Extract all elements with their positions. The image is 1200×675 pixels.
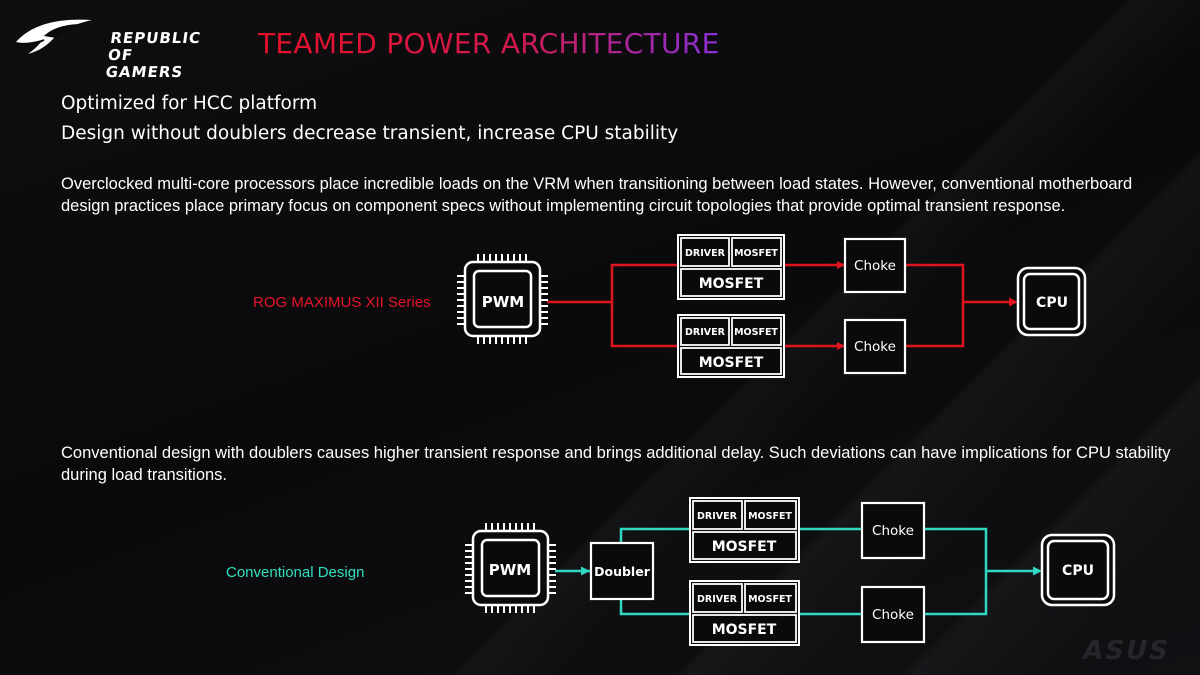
conventional-mosfet-small-text-2: MOSFET bbox=[748, 594, 792, 605]
subtitle-1: Optimized for HCC platform bbox=[61, 93, 318, 114]
page-title: TEAMED POWER ARCHITECTURE bbox=[258, 27, 720, 60]
rog-choke-text-2: Choke bbox=[854, 339, 896, 355]
conventional-mosfet-small-text-1: MOSFET bbox=[748, 511, 792, 522]
conventional-arrowheads bbox=[581, 566, 1042, 576]
subtitle-2: Design without doublers decrease transie… bbox=[61, 123, 679, 144]
conventional-choke-2: Choke bbox=[860, 585, 926, 644]
rog-arrowheads bbox=[837, 261, 1018, 350]
doubler-text: Doubler bbox=[594, 564, 651, 579]
rog-choke-text-1: Choke bbox=[854, 258, 896, 274]
conventional-driver-text-1: DRIVER bbox=[697, 511, 738, 522]
rog-mosfet-stage-2: DRIVER MOSFET MOSFET bbox=[677, 314, 785, 378]
rog-diagram: PWM DRIVER MOSFET MOSFET DRIVER MOSFET M… bbox=[457, 234, 1087, 378]
conventional-choke-text-1: Choke bbox=[872, 523, 914, 539]
rog-driver-text-2: DRIVER bbox=[685, 327, 726, 338]
rog-driver-text-1: DRIVER bbox=[685, 248, 726, 259]
rog-mosfet-small-text-1: MOSFET bbox=[734, 248, 778, 259]
asus-watermark: ASUS bbox=[1080, 636, 1174, 666]
conventional-design-label: Conventional Design bbox=[226, 564, 365, 581]
conventional-cpu-text: CPU bbox=[1062, 563, 1094, 579]
rog-series-label: ROG MAXIMUS XII Series bbox=[253, 294, 431, 311]
rog-choke-1: Choke bbox=[843, 237, 907, 294]
rog-pwm-chip: PWM bbox=[457, 254, 548, 344]
doubler-block: Doubler bbox=[589, 541, 655, 601]
rog-mosfet-stage-1: DRIVER MOSFET MOSFET bbox=[677, 234, 785, 300]
rog-eye-icon bbox=[16, 19, 92, 54]
paragraph-conventional: Conventional design with doublers causes… bbox=[61, 444, 1171, 484]
conventional-choke-text-2: Choke bbox=[872, 607, 914, 623]
conventional-driver-text-2: DRIVER bbox=[697, 594, 738, 605]
rog-mosfet-small-text-2: MOSFET bbox=[734, 327, 778, 338]
rog-pwm-text: PWM bbox=[482, 293, 524, 311]
rog-cpu-text: CPU bbox=[1036, 295, 1068, 311]
rog-cpu: CPU bbox=[1016, 266, 1087, 337]
conventional-pwm-text: PWM bbox=[489, 561, 531, 579]
rog-logo: REPUBLIC OF GAMERS bbox=[14, 14, 229, 81]
conventional-mosfet-stage-2: DRIVER MOSFET MOSFET bbox=[689, 580, 800, 646]
rog-choke-2: Choke bbox=[843, 318, 907, 375]
conventional-mosfet-text-2: MOSFET bbox=[712, 622, 777, 638]
conventional-choke-1: Choke bbox=[860, 501, 926, 560]
paragraph-rog: Overclocked multi-core processors place … bbox=[61, 175, 1133, 215]
rog-mosfet-text-1: MOSFET bbox=[699, 276, 764, 292]
conventional-mosfet-text-1: MOSFET bbox=[712, 539, 777, 555]
rog-mosfet-text-2: MOSFET bbox=[699, 355, 764, 371]
conventional-cpu: CPU bbox=[1040, 533, 1116, 607]
conventional-pwm-chip: PWM bbox=[465, 523, 556, 613]
conventional-diagram: PWM Doubler DRIVER MOSFET MOSFET DRIVER … bbox=[465, 497, 1116, 646]
conventional-mosfet-stage-1: DRIVER MOSFET MOSFET bbox=[689, 497, 800, 563]
